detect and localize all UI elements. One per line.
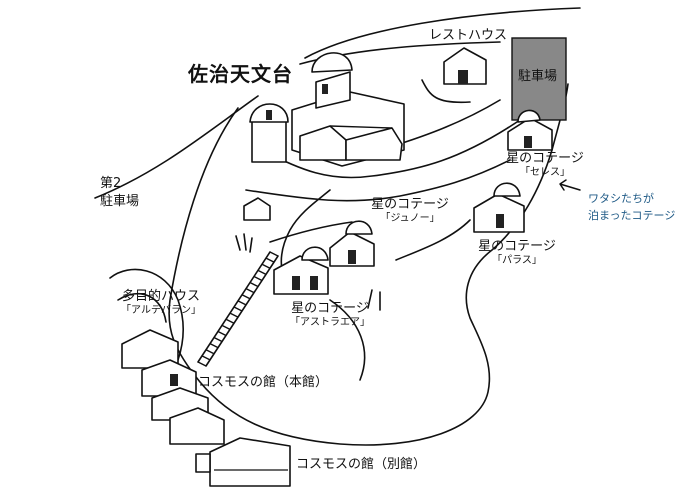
inner-road-8	[421, 79, 471, 104]
cottage-name: 星のコテージ	[478, 239, 556, 254]
cottage-astraea-building	[273, 246, 329, 295]
observatory-label: 佐治天文台	[188, 62, 293, 86]
site-boundary	[168, 83, 569, 446]
cottage-astraea-label: 星のコテージ 「アストラエア」	[270, 301, 390, 328]
lower-left-road-curve-inner	[117, 292, 167, 323]
stair-step	[201, 355, 211, 361]
inner-road-5	[269, 221, 353, 243]
cottage-sub: 「アストラエア」	[290, 316, 370, 328]
grass-tuft	[367, 289, 381, 311]
stair-step	[209, 343, 219, 349]
stair-step	[237, 300, 247, 306]
parking-second-label-line2: 駐車場	[100, 194, 140, 209]
cottage-name: 星のコテージ	[506, 151, 584, 166]
cottage-juno-building	[329, 220, 375, 267]
stair-step	[269, 251, 279, 257]
stair-step	[221, 324, 231, 330]
parking-main-label: 駐車場	[518, 69, 558, 84]
stairway-steps	[197, 251, 279, 367]
stair-step	[233, 306, 243, 312]
multipurpose-house-building	[121, 329, 179, 369]
multipurpose-house-label: 多目的ハウス 「アルデバラン」	[106, 289, 216, 316]
outer-road-edge-left	[94, 95, 259, 199]
stair-step	[253, 275, 263, 282]
lower-left-road-curve	[109, 268, 185, 361]
cosmos-annex-building	[195, 437, 291, 487]
rest-house-label: レストハウス	[429, 28, 508, 43]
outer-road-edge	[304, 7, 581, 59]
cottage-sub: 「セレス」	[520, 166, 570, 178]
stair-step	[225, 318, 235, 324]
annotation-line1: ワタシたちが	[588, 192, 654, 205]
stair-step	[249, 281, 259, 288]
cosmos-main-label: コスモスの館（本館）	[198, 375, 329, 390]
cottage-ceres-building	[507, 109, 553, 151]
annotation-note: ワタシたちが 泊まったコテージ	[588, 190, 675, 224]
small-building	[243, 197, 271, 221]
inner-road-4	[280, 189, 331, 271]
stair-step	[197, 361, 207, 367]
parking-second-label-line1: 第2	[100, 176, 122, 191]
stair-step	[265, 257, 275, 263]
cottage-name: 星のコテージ	[371, 197, 449, 212]
cosmos-main-building	[141, 359, 225, 445]
cottage-sub: 「パラス」	[492, 254, 542, 266]
cottage-ceres-label: 星のコテージ 「セレス」	[490, 151, 600, 178]
cottage-pallas-building	[473, 182, 525, 233]
cosmos-annex-label: コスモスの館（別館）	[296, 457, 427, 472]
cottage-juno-label: 星のコテージ 「ジュノー」	[355, 197, 465, 224]
stair-step	[229, 312, 239, 318]
stair-step	[261, 263, 271, 269]
inner-road-6	[329, 299, 366, 381]
stair-step	[257, 269, 267, 275]
stair-step	[245, 288, 255, 294]
inner-road-7	[395, 219, 471, 261]
arrow-left-icon	[559, 179, 581, 191]
multipurpose-house-name: 多目的ハウス	[121, 289, 200, 304]
observatory-building	[249, 52, 405, 167]
cottage-name: 星のコテージ	[291, 301, 369, 316]
stair-step	[217, 330, 227, 337]
rest-house-building	[443, 47, 487, 85]
parking-lot-main	[511, 37, 567, 121]
inner-road-1	[261, 119, 521, 179]
stair-step	[213, 336, 223, 343]
inner-road-2	[245, 159, 511, 202]
annotation-line2: 泊まったコテージ	[588, 209, 676, 223]
cottage-pallas-label: 星のコテージ 「パラス」	[462, 239, 572, 266]
stair-step	[205, 349, 215, 355]
multipurpose-house-sub: 「アルデバラン」	[121, 304, 201, 316]
grass-tuft	[235, 233, 253, 253]
stair-step	[241, 294, 251, 300]
cottage-sub: 「ジュノー」	[380, 212, 440, 224]
